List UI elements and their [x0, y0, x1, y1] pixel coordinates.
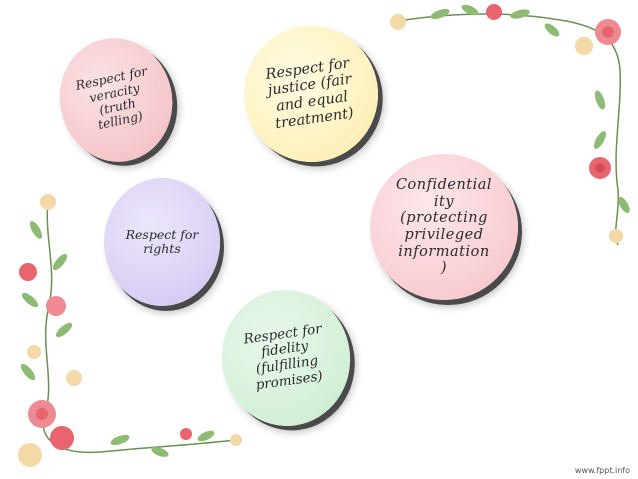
- concept-fidelity-label: Respect for fidelity (fulfilling promise…: [234, 321, 338, 396]
- concept-confidentiality-label: Confidential ity (protecting privileged …: [388, 177, 500, 277]
- concept-rights-label: Respect for rights: [122, 228, 202, 257]
- concept-confidentiality: Confidential ity (protecting privileged …: [370, 154, 518, 300]
- concept-rights: Respect for rights: [104, 178, 220, 306]
- concept-veracity-label: Respect for veracity (truth telling): [66, 63, 166, 138]
- watermark: www.fppt.info: [575, 466, 630, 475]
- concept-justice-label: Respect for justice (fair and equal trea…: [252, 53, 370, 134]
